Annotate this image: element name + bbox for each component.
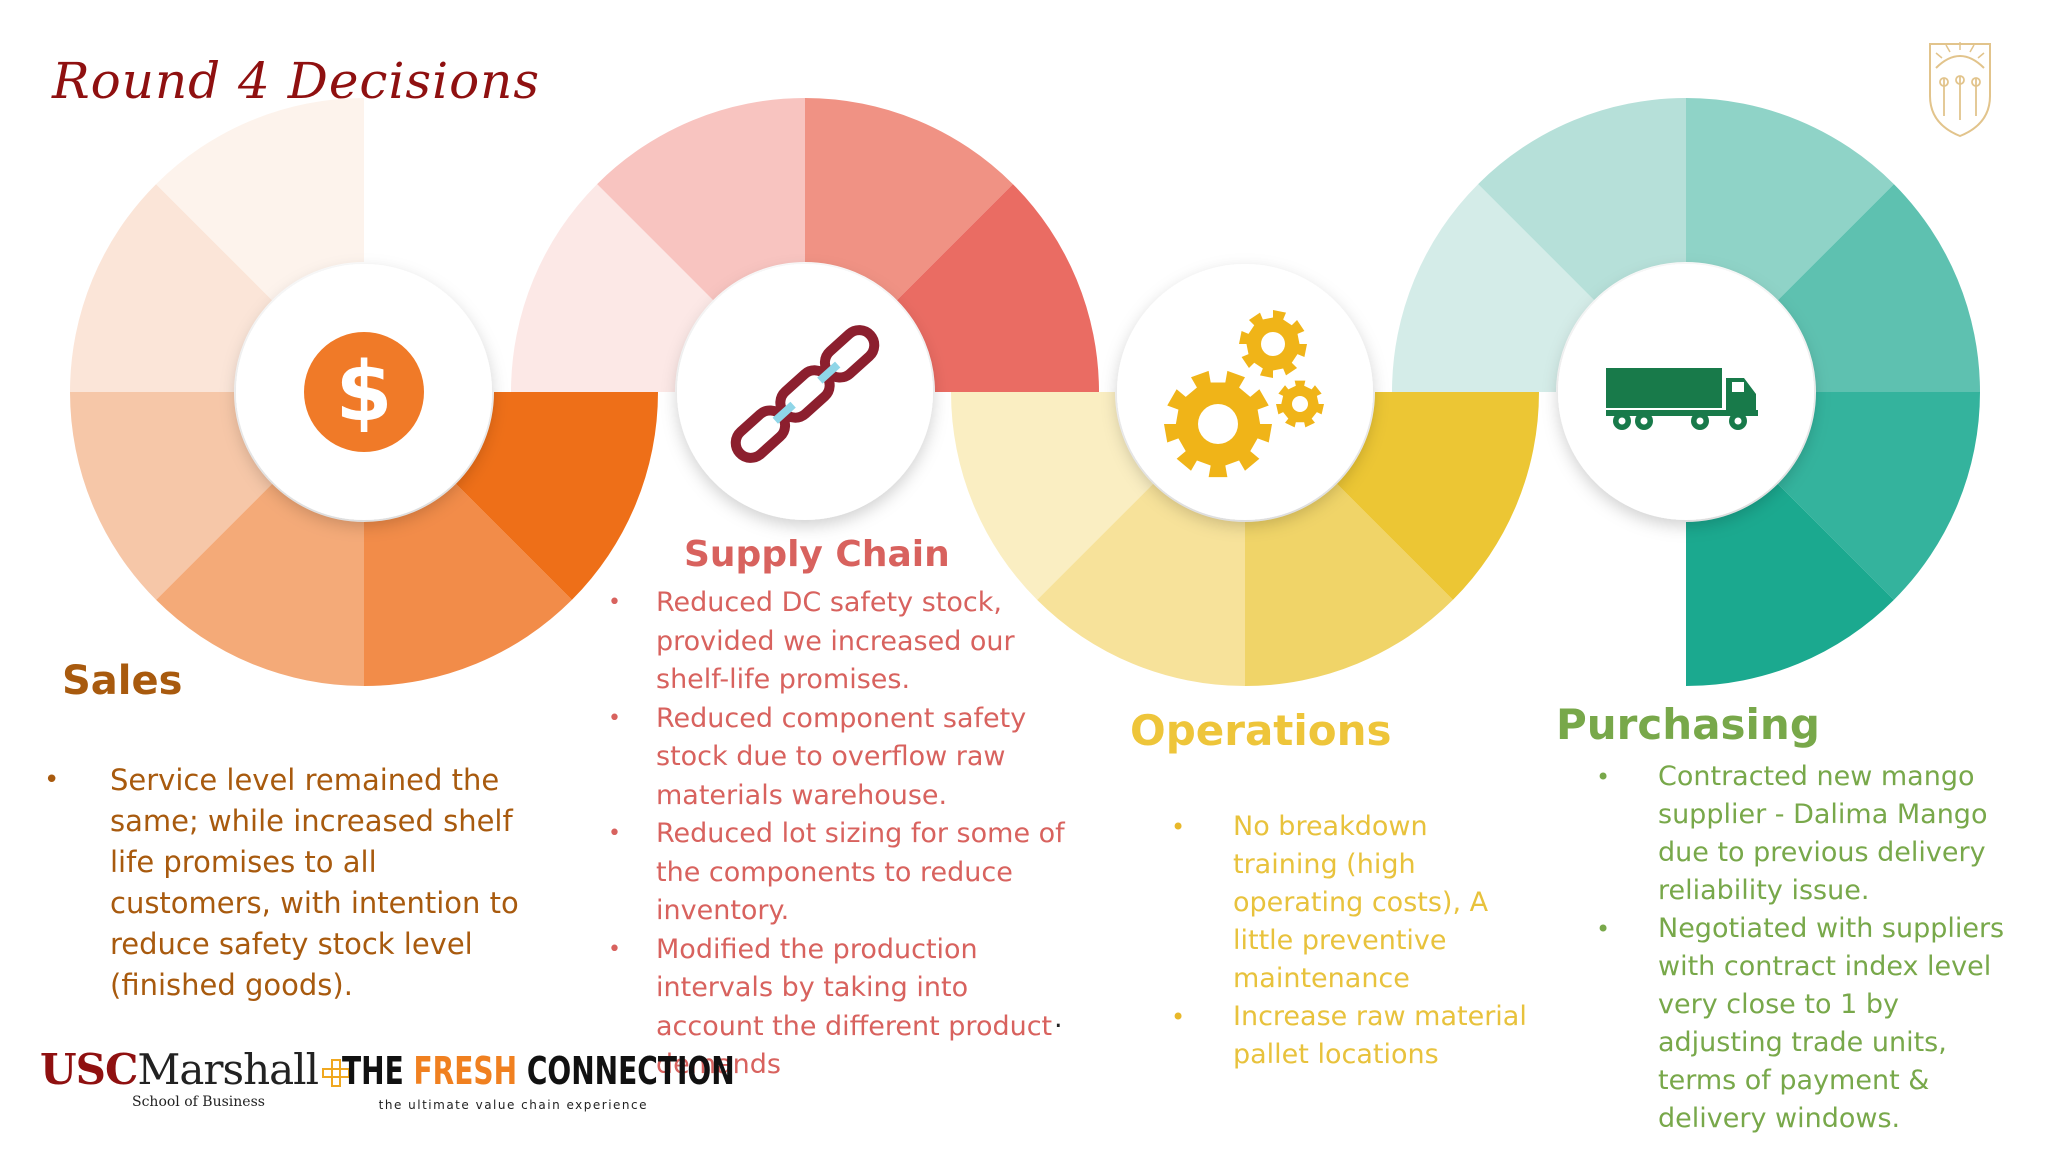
operations-bullet: No breakdown training (high operating co… — [1171, 808, 1533, 998]
supply-chain-wave-segment — [511, 184, 714, 392]
plus-icon — [322, 1059, 351, 1087]
operations-wave-segment — [1336, 392, 1539, 600]
operations-wave-segment — [1245, 483, 1453, 686]
purchasing-wave-segment — [1777, 392, 1980, 600]
medium-gear-hole — [1261, 332, 1285, 356]
truck-icon — [1606, 368, 1758, 430]
purchasing-wave-segment — [1686, 98, 1894, 301]
sales-wave-segment — [70, 392, 273, 600]
purchasing-wave-segment — [1686, 483, 1894, 686]
sales-wave-segment — [455, 392, 658, 600]
tfc-logo-connection: CONNECTION — [517, 1049, 735, 1093]
operations-heading: Operations — [1130, 706, 1392, 755]
purchasing-wave-segment — [1478, 98, 1686, 301]
usc-logo-text: USC — [40, 1045, 138, 1094]
sales-bullet-list: Service level remained the same; while i… — [44, 760, 530, 1006]
purchasing-wave-segment — [1392, 184, 1595, 392]
supply-chain-bullet: Reduced DC safety stock, provided we inc… — [608, 584, 1076, 700]
purchasing-bullet-list: Contracted new mango supplier - Dalima M… — [1596, 758, 2018, 1138]
sales-wave-segment — [364, 483, 572, 686]
slide-title: Round 4 Decisions — [52, 52, 541, 110]
usc-logo-subtitle: School of Business — [132, 1094, 265, 1110]
sales-heading: Sales — [62, 658, 183, 704]
sales-wave-segment — [70, 184, 273, 392]
trailing-period: . — [1054, 1003, 1063, 1034]
small-gear-hole — [1292, 396, 1308, 412]
operations-wave-segment — [1037, 483, 1245, 686]
svg-text:$: $ — [335, 345, 392, 440]
marshall-logo-text: Marshall — [137, 1045, 319, 1094]
dollar-coin-icon: $ — [304, 332, 424, 452]
usc-seal-icon — [1929, 42, 1991, 138]
operations-icon-circle — [1117, 264, 1373, 520]
large-gear-hole — [1198, 404, 1238, 444]
sales-wave-segment — [156, 98, 364, 301]
purchasing-heading: Purchasing — [1556, 700, 1820, 749]
usc-marshall-logo: USCMarshall School of Business — [40, 1045, 351, 1110]
wave-segments — [70, 98, 1980, 686]
gears-icon — [1164, 310, 1324, 478]
supply-chain-wave-segment — [805, 98, 1013, 301]
tfc-logo-fresh: FRESH — [413, 1049, 518, 1093]
purchasing-wave-segment — [1777, 184, 1980, 392]
operations-bullet-list: No breakdown training (high operating co… — [1171, 808, 1533, 1074]
sales-bullet: Service level remained the same; while i… — [44, 760, 530, 1006]
chain-link-icon — [730, 325, 880, 463]
operations-wave-segment — [951, 392, 1154, 600]
tfc-logo-tagline: the ultimate value chain experience — [378, 1098, 648, 1112]
supply-chain-heading: Supply Chain — [684, 534, 950, 575]
fresh-connection-logo: THE FRESH CONNECTION the ultimate value … — [342, 1049, 735, 1112]
supply-chain-wave-segment — [896, 184, 1099, 392]
operations-bullet: Increase raw material pallet locations — [1171, 998, 1533, 1074]
supply-chain-bullet: Reduced component safety stock due to ov… — [608, 700, 1076, 816]
supply-chain-bullet-list: Reduced DC safety stock, provided we inc… — [608, 584, 1076, 1085]
purchasing-bullet: Contracted new mango supplier - Dalima M… — [1596, 758, 2018, 910]
supply-chain-wave-segment — [597, 98, 805, 301]
supply-chain-bullet: Reduced lot sizing for some of the compo… — [608, 815, 1076, 931]
supply-chain-bullet: Modified the production intervals by tak… — [608, 931, 1076, 1085]
tfc-logo-the: THE — [342, 1049, 414, 1093]
purchasing-bullet: Negotiated with suppliers with contract … — [1596, 910, 2018, 1138]
supply-chain-icon-circle — [677, 264, 933, 520]
sales-wave-segment — [156, 483, 364, 686]
